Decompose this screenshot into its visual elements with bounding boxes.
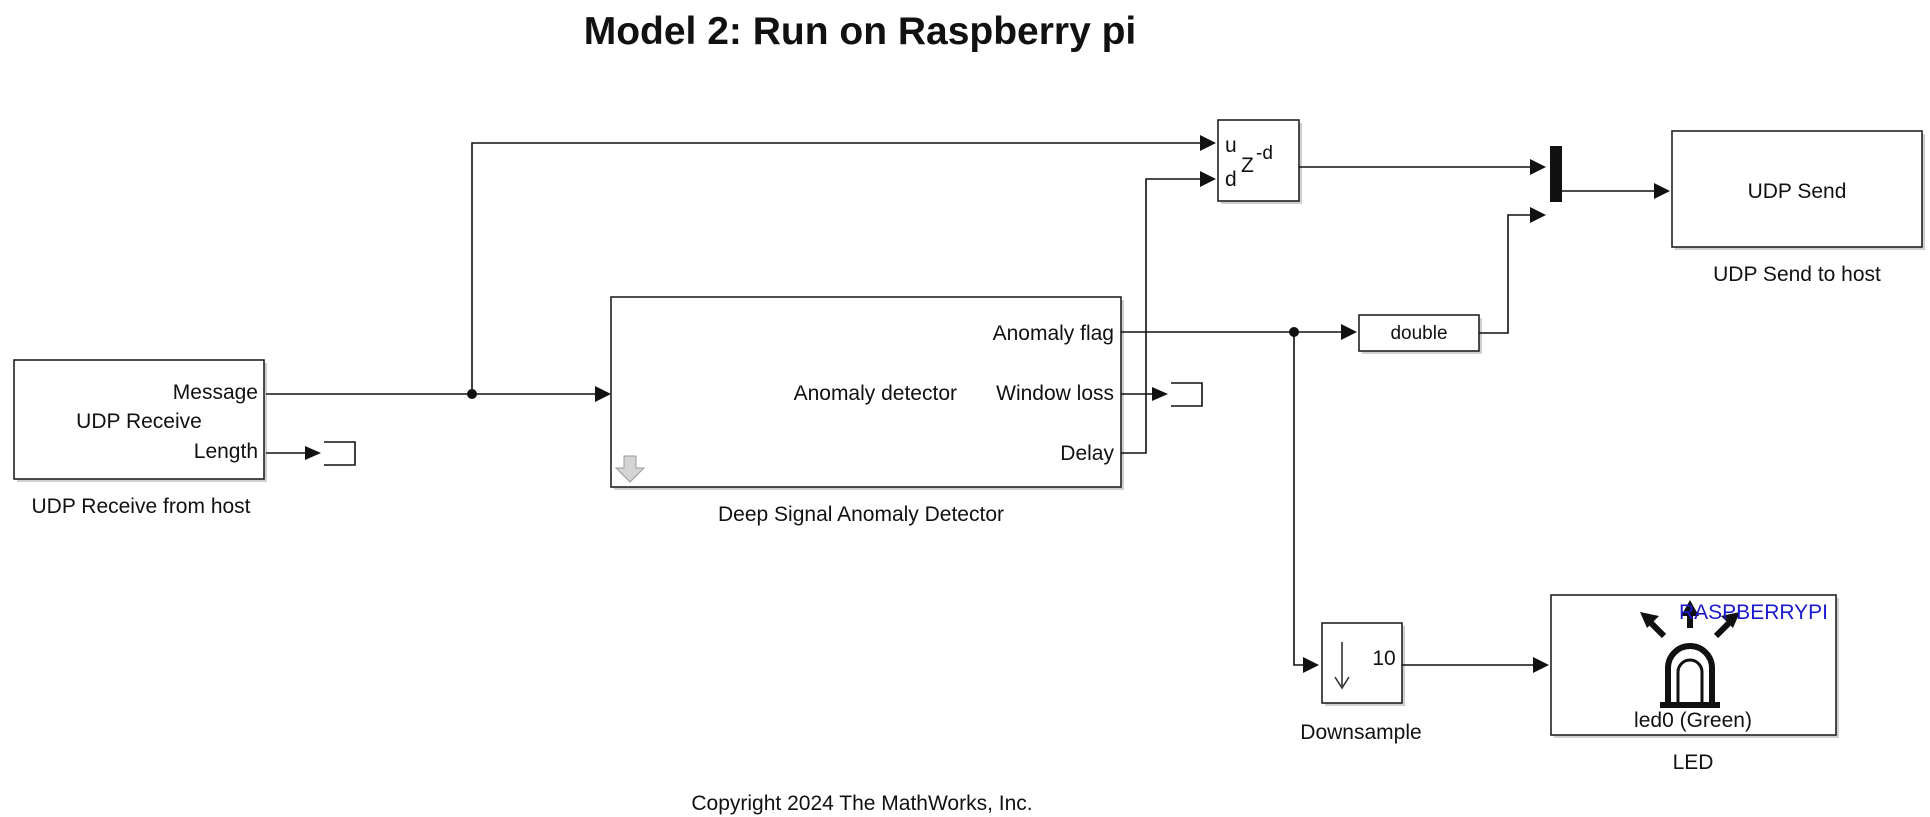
mux-block[interactable] [1550,146,1562,202]
udp-send-block[interactable] [1671,130,1925,250]
arrowhead [1654,183,1670,199]
led-block[interactable] [1550,594,1839,738]
arrowhead [1533,657,1549,673]
udp-receive-center-label: UDP Receive [76,410,202,433]
down-arrow-icon [1334,642,1350,690]
delay-z-symbol: Z [1241,154,1254,177]
arrowhead [1200,135,1216,151]
detector-window-loss-port: Window loss [996,382,1114,405]
terminator-length[interactable] [324,441,356,466]
led-label: led0 (Green) [1634,709,1752,732]
arrowhead [1530,207,1546,223]
wire-double-to-mux [1479,214,1530,334]
subsystem-arrow-icon [614,455,646,483]
copyright-text: Copyright 2024 The MathWorks, Inc. [691,792,1032,815]
detector-delay-port: Delay [1060,442,1114,465]
arrowhead [305,446,321,460]
data-type-conversion-block[interactable] [1358,314,1482,354]
delay-exponent: -d [1256,143,1273,164]
arrowhead [1530,159,1546,175]
led-raspberrypi-label: RASPBERRYPI [1679,601,1828,624]
downsample-factor: 10 [1372,647,1395,670]
detector-center-label: Anomaly detector [794,382,957,405]
udp-receive-message-port: Message [173,381,258,404]
variable-delay-block[interactable] [1217,119,1302,204]
delay-d-port: d [1225,168,1237,191]
udp-send-center-label: UDP Send [1748,180,1847,203]
diagram-title: Model 2: Run on Raspberry pi [584,10,1137,53]
arrowhead [1200,171,1216,187]
udp-receive-caption: UDP Receive from host [31,495,250,518]
wire-delay-to-d [1121,178,1200,454]
led-icon [1640,600,1740,708]
arrowhead [595,386,611,402]
downsample-caption: Downsample [1300,721,1421,744]
wire-message-to-delay [471,142,1200,394]
downsample-block[interactable] [1321,622,1405,706]
arrowhead [1341,324,1357,340]
anomaly-detector-block[interactable] [610,296,1124,490]
led-caption: LED [1673,751,1714,774]
udp-send-caption: UDP Send to host [1713,263,1881,286]
conversion-label: double [1390,323,1447,344]
detector-anomaly-flag-port: Anomaly flag [993,322,1114,345]
arrowhead [1152,387,1168,401]
udp-receive-block[interactable] [13,359,267,482]
terminator-window-loss[interactable] [1171,382,1203,407]
detector-caption: Deep Signal Anomaly Detector [718,503,1004,526]
arrowhead [1303,657,1319,673]
udp-receive-length-port: Length [194,440,258,463]
wire-flag-to-downsample [1293,332,1303,666]
delay-u-port: u [1225,134,1237,157]
